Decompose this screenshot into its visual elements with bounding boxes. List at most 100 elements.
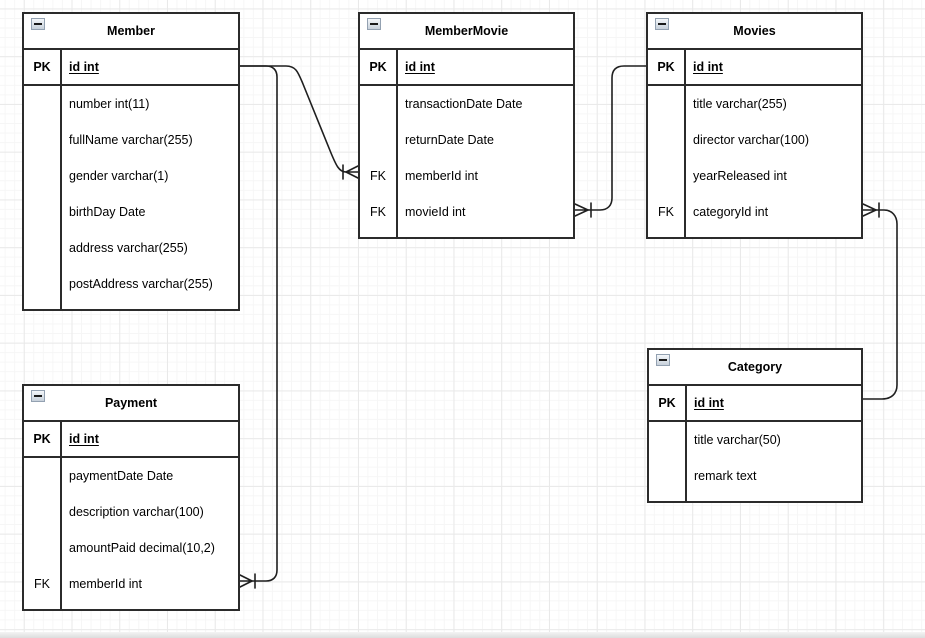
pk-field: id int (694, 396, 724, 410)
table-header[interactable]: Movies (648, 14, 861, 50)
pk-badge: PK (33, 432, 51, 446)
minus-glyph (370, 23, 378, 25)
field-label: remark text (694, 469, 757, 483)
column-divider (60, 50, 62, 309)
collapse-icon[interactable] (31, 18, 45, 30)
field-label: title varchar(255) (693, 97, 787, 111)
minus-glyph (34, 395, 42, 397)
fk-badge (24, 266, 60, 302)
edge-line[interactable] (587, 65, 647, 211)
fk-badge (24, 230, 60, 266)
pk-badge: PK (658, 396, 676, 410)
column-divider (60, 422, 62, 609)
pk-badge: PK (369, 60, 387, 74)
column-divider (396, 50, 398, 237)
field-label: birthDay Date (69, 205, 146, 219)
field-row[interactable]: address varchar(255) (24, 230, 238, 266)
fk-badge (649, 422, 685, 458)
table-header[interactable]: Payment (24, 386, 238, 422)
field-row[interactable]: paymentDate Date (24, 458, 238, 494)
field-label: fullName varchar(255) (69, 133, 193, 147)
fk-badge (24, 494, 60, 530)
field-label: title varchar(50) (694, 433, 781, 447)
field-row[interactable]: amountPaid decimal(10,2) (24, 530, 238, 566)
pk-row[interactable]: PK id int (24, 422, 238, 458)
field-row[interactable]: gender varchar(1) (24, 158, 238, 194)
canvas-bottom-edge (0, 632, 925, 638)
minus-glyph (659, 359, 667, 361)
edge-member-to-payment[interactable] (239, 65, 278, 589)
pk-field: id int (69, 432, 99, 446)
table-title: MemberMovie (424, 24, 509, 38)
edge-line[interactable] (862, 209, 898, 400)
field-label: postAddress varchar(255) (69, 277, 213, 291)
fk-badge (648, 122, 684, 158)
field-row[interactable]: birthDay Date (24, 194, 238, 230)
collapse-icon[interactable] (367, 18, 381, 30)
field-row[interactable]: remark text (649, 458, 861, 494)
field-row[interactable]: director varchar(100) (648, 122, 861, 158)
crows-foot-many-icon (239, 573, 256, 589)
fk-badge (24, 122, 60, 158)
pk-row[interactable]: PK id int (649, 386, 861, 422)
fk-badge (24, 458, 60, 494)
field-row[interactable]: FK memberId int (360, 158, 573, 194)
fk-badge: FK (370, 169, 386, 183)
table-header[interactable]: Category (649, 350, 861, 386)
field-row[interactable]: FK memberId int (24, 566, 238, 602)
field-row[interactable]: description varchar(100) (24, 494, 238, 530)
field-label: yearReleased int (693, 169, 787, 183)
field-row[interactable]: transactionDate Date (360, 86, 573, 122)
table-title: Payment (104, 396, 158, 410)
fk-badge (24, 530, 60, 566)
pk-field: id int (69, 60, 99, 74)
field-row[interactable]: yearReleased int (648, 158, 861, 194)
field-label: memberId int (405, 169, 478, 183)
fk-badge (360, 122, 396, 158)
field-label: memberId int (69, 577, 142, 591)
fk-badge (649, 458, 685, 494)
table-header[interactable]: MemberMovie (360, 14, 573, 50)
fk-badge: FK (658, 205, 674, 219)
fk-badge: FK (34, 577, 50, 591)
field-row[interactable]: postAddress varchar(255) (24, 266, 238, 302)
edge-line[interactable] (239, 65, 347, 173)
field-row[interactable]: title varchar(255) (648, 86, 861, 122)
field-row[interactable]: number int(11) (24, 86, 238, 122)
field-row[interactable]: title varchar(50) (649, 422, 861, 458)
edge-category-to-movies[interactable] (862, 202, 898, 400)
field-label: director varchar(100) (693, 133, 810, 147)
edge-movies-to-membermovie[interactable] (574, 65, 647, 218)
edge-member-to-membermovie[interactable] (239, 65, 359, 180)
collapse-icon[interactable] (656, 354, 670, 366)
edge-line[interactable] (239, 65, 278, 582)
fk-badge (360, 86, 396, 122)
collapse-icon[interactable] (655, 18, 669, 30)
pk-badge: PK (657, 60, 675, 74)
column-divider (685, 386, 687, 501)
crows-foot-many-icon (862, 202, 880, 218)
field-label: returnDate Date (405, 133, 494, 147)
field-row[interactable]: fullName varchar(255) (24, 122, 238, 158)
crows-foot-many-icon (342, 164, 359, 180)
table-title: Movies (733, 24, 776, 38)
table-header[interactable]: Member (24, 14, 238, 50)
minus-glyph (34, 23, 42, 25)
field-row[interactable]: returnDate Date (360, 122, 573, 158)
fk-badge (648, 158, 684, 194)
field-label: gender varchar(1) (69, 169, 169, 183)
table-title: Member (107, 24, 155, 38)
fk-badge (24, 86, 60, 122)
collapse-icon[interactable] (31, 390, 45, 402)
